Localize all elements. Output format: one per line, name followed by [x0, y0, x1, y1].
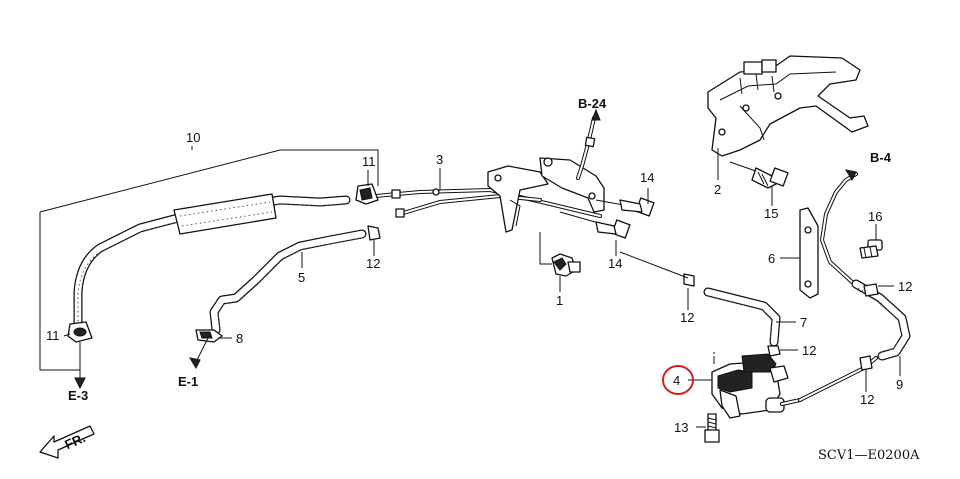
callout-3: 3 [436, 152, 443, 167]
callout-6: 6 [768, 251, 775, 266]
arrow-e1 [188, 357, 201, 370]
callout-11-lower: 11 [46, 328, 60, 343]
ref-b4: B-4 [870, 150, 892, 165]
bolt-part-13 [704, 413, 720, 443]
front-arrow-icon: FR. [39, 425, 95, 459]
clip-part-11-upper [355, 183, 379, 205]
callout-14-lower: 14 [608, 256, 622, 271]
pipe-part-6 [799, 207, 819, 299]
diagram-code: SCV1—E0200A [818, 448, 920, 463]
callout-12-d: 12 [898, 279, 912, 294]
callout-5: 5 [298, 270, 305, 285]
clamp-part-12-d [863, 283, 879, 297]
arrow-b4 [844, 169, 857, 182]
callout-12-b: 12 [680, 310, 694, 325]
callout-12-a: 12 [366, 256, 380, 271]
hose-part-10 [73, 193, 351, 335]
clamp-part-12-b [683, 273, 695, 287]
callout-1: 1 [556, 293, 563, 308]
ref-e3: E-3 [68, 388, 88, 403]
bolt-part-16 [859, 239, 883, 259]
ref-b24: B-24 [578, 96, 607, 111]
callout-8: 8 [236, 331, 243, 346]
clamp-part-12-a [367, 225, 381, 241]
callout-4: 4 [673, 373, 680, 388]
callout-15: 15 [764, 206, 778, 221]
callout-10: 10 [186, 130, 200, 145]
arrow-e3 [74, 377, 86, 390]
callout-13: 13 [674, 420, 688, 435]
bolt-part-14-lower [559, 211, 631, 239]
hose-part-9 [798, 279, 911, 402]
clip-part-11-lower [67, 321, 93, 343]
ref-e1: E-1 [178, 374, 198, 389]
part-8 [195, 329, 223, 343]
callout-9: 9 [896, 377, 903, 392]
bracket-part-2 [707, 55, 869, 157]
callout-12-e: 12 [860, 392, 874, 407]
clamp-part-12-c [767, 345, 781, 357]
callout-7: 7 [800, 315, 807, 330]
callout-2: 2 [714, 182, 721, 197]
callout-12-c: 12 [802, 343, 816, 358]
pipe-b4 [819, 172, 858, 284]
hose-part-7 [703, 287, 781, 347]
callout-11-upper: 11 [362, 154, 376, 169]
callout-16: 16 [868, 209, 882, 224]
clamp-part-12-e [859, 355, 873, 371]
bolt-part-15 [729, 161, 789, 189]
hose-part-5 [209, 229, 367, 335]
bolt-part-14-upper [595, 197, 655, 217]
clip-part-1 [551, 253, 581, 277]
callout-14-upper: 14 [640, 170, 654, 185]
callout-4-highlight-ring [662, 365, 694, 395]
arrow-b24 [591, 108, 601, 121]
valve-part-4 [711, 352, 802, 419]
pipe-assembly-part-3 [374, 116, 605, 233]
